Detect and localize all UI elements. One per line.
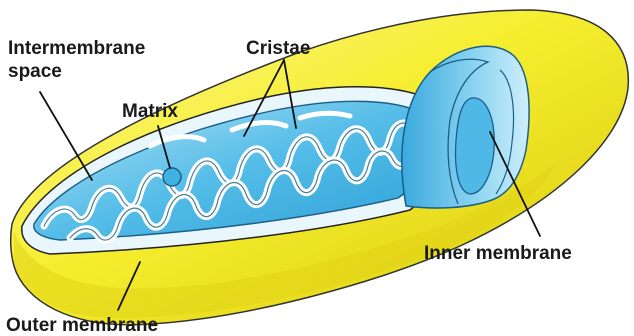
label-cristae: Cristae xyxy=(246,38,310,59)
matrix-granule xyxy=(163,168,181,186)
label-outer-membrane: Outer membrane xyxy=(6,315,158,336)
label-inner-membrane: Inner membrane xyxy=(424,243,572,264)
label-intermembrane-line1: Intermembrane xyxy=(8,38,145,59)
label-intermembrane-line2: space xyxy=(8,61,62,82)
label-matrix: Matrix xyxy=(122,101,178,122)
